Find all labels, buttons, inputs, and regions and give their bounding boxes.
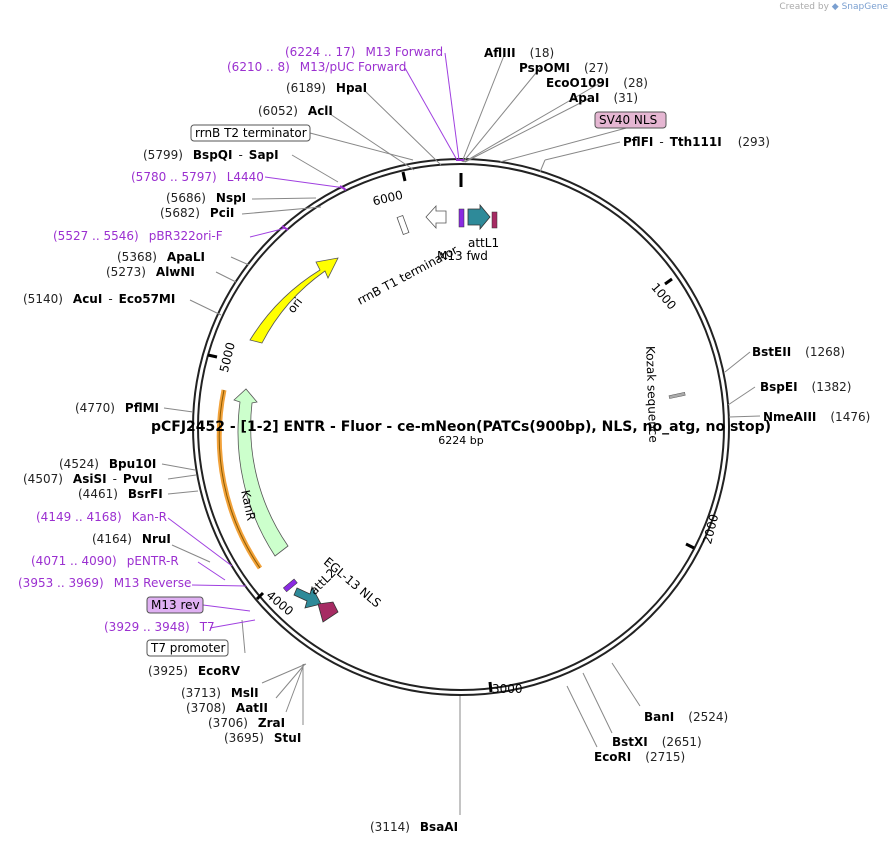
box-m13-rev [146,596,204,614]
backbone-inner [197,163,725,691]
enzyme-asisi: (4507)AsiSI-PvuI [23,472,153,486]
snapgene-logo: ◆ SnapGene [831,2,888,12]
enzyme-ecoo109i: EcoO109I(28) [546,76,648,90]
enzyme-ecorv: (3925)EcoRV [148,664,241,678]
kanr-label: KanR [238,489,258,522]
enzyme-bpu10i: (4524)Bpu10I [59,457,156,471]
m13-rev-mark [282,578,298,593]
attl1-end-mark [491,211,498,229]
enzyme-aatii: (3708)AatII [186,701,268,715]
enzyme-bstxi: BstXI(2651) [612,735,702,749]
box-m13-rev-text: M13 rev [151,598,200,612]
enzyme-pcii: (5682)PciI [160,206,234,220]
feature-m13-reverse: (3953 .. 3969)M13 Reverse [18,576,191,590]
box-t7-promoter-text: T7 promoter [150,641,226,655]
box-sv40-nls [594,111,667,129]
feature-kan-r: (4149 .. 4168)Kan-R [36,510,167,524]
enzyme-acui: (5140)AcuI-Eco57MI [23,292,175,306]
enzyme-bsaai: (3114)BsaAI [370,820,458,834]
feature-pentr-r: (4071 .. 4090)pENTR-R [31,554,179,568]
kozak-mark [668,392,686,399]
enzyme-pflmi: (4770)PflMI [75,401,159,415]
enzyme-apai: ApaI(31) [569,91,638,105]
m13-fwd-mark [458,208,465,228]
enzyme-ecori: EcoRI(2715) [594,750,685,764]
rrnb-t1-label: rrnB T1 terminator [355,243,460,308]
enzyme-apali: (5368)ApaLI [117,250,205,264]
enzyme-bani: BanI(2524) [644,710,728,724]
enzyme-stui: (3695)StuI [224,731,301,745]
enzyme-nspi: (5686)NspI [166,191,246,205]
box-sv40-nls-text: SV40 NLS [599,113,657,127]
tick-label-1000: 1000 [648,280,679,312]
leader-lines [161,52,761,815]
enzyme-nmeaiii: NmeAIII(1476) [763,410,870,424]
feature-pbr322ori-f: (5527 .. 5546)pBR322ori-F [53,229,223,243]
credit-brand: SnapGene [841,2,888,12]
tick-5000 [207,353,218,359]
rrnb-t1-arrow [425,204,447,230]
kanr-arrow [233,388,289,557]
tick-label-6000: 6000 [371,188,404,209]
enzyme-bsrfi: (4461)BsrFI [78,487,163,501]
feature-l4440: (5780 .. 5797)L4440 [131,170,264,184]
feature-t7: (3929 .. 3948)T7 [104,620,215,634]
map-title: pCFJ2452 - [1-2] ENTR - Fluor - ce-mNeon… [151,419,771,435]
kan-primer-core [218,389,261,569]
feature-m13-puc-forward: (6210 .. 8)M13/pUC Forward [227,60,406,74]
enzyme-hpai: (6189)HpaI [286,81,367,95]
tick-label-2000: 2000 [700,513,721,546]
box-rrnb-t2 [190,124,311,142]
credit-prefix: Created by [779,2,829,12]
enzyme-aflii: AflIII(18) [484,46,554,60]
enzyme-acli: (6052)AclI [258,104,333,118]
enzyme-pflfi: PflFI-Tth111I(293) [623,135,770,149]
enzyme-zrai: (3706)ZraI [208,716,285,730]
kozak-label: Kozak sequence [643,346,660,443]
tick-2000 [685,542,695,550]
enzyme-bspei: BspEI(1382) [760,380,851,394]
tick-label-5000: 5000 [217,341,238,374]
attl1-arrow [467,203,491,231]
l4440-bracket [339,185,347,191]
m13-fwd-label: M13 fwd [437,249,488,263]
attl2-arrow [293,585,322,609]
tick-1000 [664,277,673,286]
tick-4000 [255,591,265,601]
ori-arrow [249,257,339,344]
map-length: 6224 bp [438,434,483,447]
box-rrnb-t2-text: rrnB T2 terminator [195,126,307,140]
egl13-nls-arrow [317,601,339,623]
enzyme-nrui: (4164)NruI [92,532,171,546]
rrnb-t2-mark [396,215,410,235]
box-t7-promoter [146,639,229,657]
primer-lines [167,52,460,629]
enzyme-bspqi: (5799)BspQI-SapI [143,148,279,162]
enzyme-alwni: (5273)AlwNI [106,265,195,279]
pbr322-bracket [281,225,289,231]
tick-3000 [488,681,493,693]
attl1-label: attL1 [468,236,499,250]
tick-6000 [401,171,407,182]
enzyme-pspomi: PspOMI(27) [519,61,609,75]
feature-m13-forward: (6224 .. 17)M13 Forward [285,45,443,59]
enzyme-msli: (3713)MslI [181,686,259,700]
snapgene-credit: Created by ◆ SnapGene [779,2,888,12]
tick-label-3000: 3000 [492,682,523,696]
enzyme-bsteii: BstEII(1268) [752,345,845,359]
